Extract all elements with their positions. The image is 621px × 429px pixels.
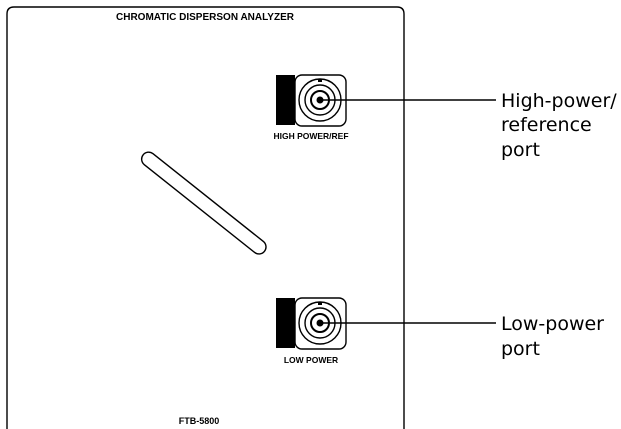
panel-title: CHROMATIC DISPERSON ANALYZER	[116, 12, 295, 23]
handle-slot	[140, 151, 267, 255]
low-callout-line-2: port	[501, 338, 540, 360]
high-callout-line-3: port	[501, 139, 540, 161]
high-callout-line-2: reference	[501, 114, 592, 136]
high-callout-text: High-power/ reference port	[501, 90, 617, 161]
high-power-port: HIGH POWER/REF	[273, 74, 349, 141]
high-callout-line-1: High-power/	[501, 90, 617, 112]
low-port-black-block	[276, 298, 295, 348]
high-port-black-block	[276, 75, 295, 125]
low-port-key-mark	[318, 302, 322, 305]
high-port-key-mark	[318, 79, 322, 82]
high-port-label: HIGH POWER/REF	[273, 131, 348, 141]
low-callout-line-1: Low-power	[501, 313, 604, 335]
model-number: FTB-5800	[179, 416, 220, 426]
low-port-label: LOW POWER	[284, 355, 338, 365]
panel-outline	[6, 6, 405, 429]
low-callout-text: Low-power port	[501, 313, 604, 360]
low-power-port: LOW POWER	[276, 297, 347, 365]
